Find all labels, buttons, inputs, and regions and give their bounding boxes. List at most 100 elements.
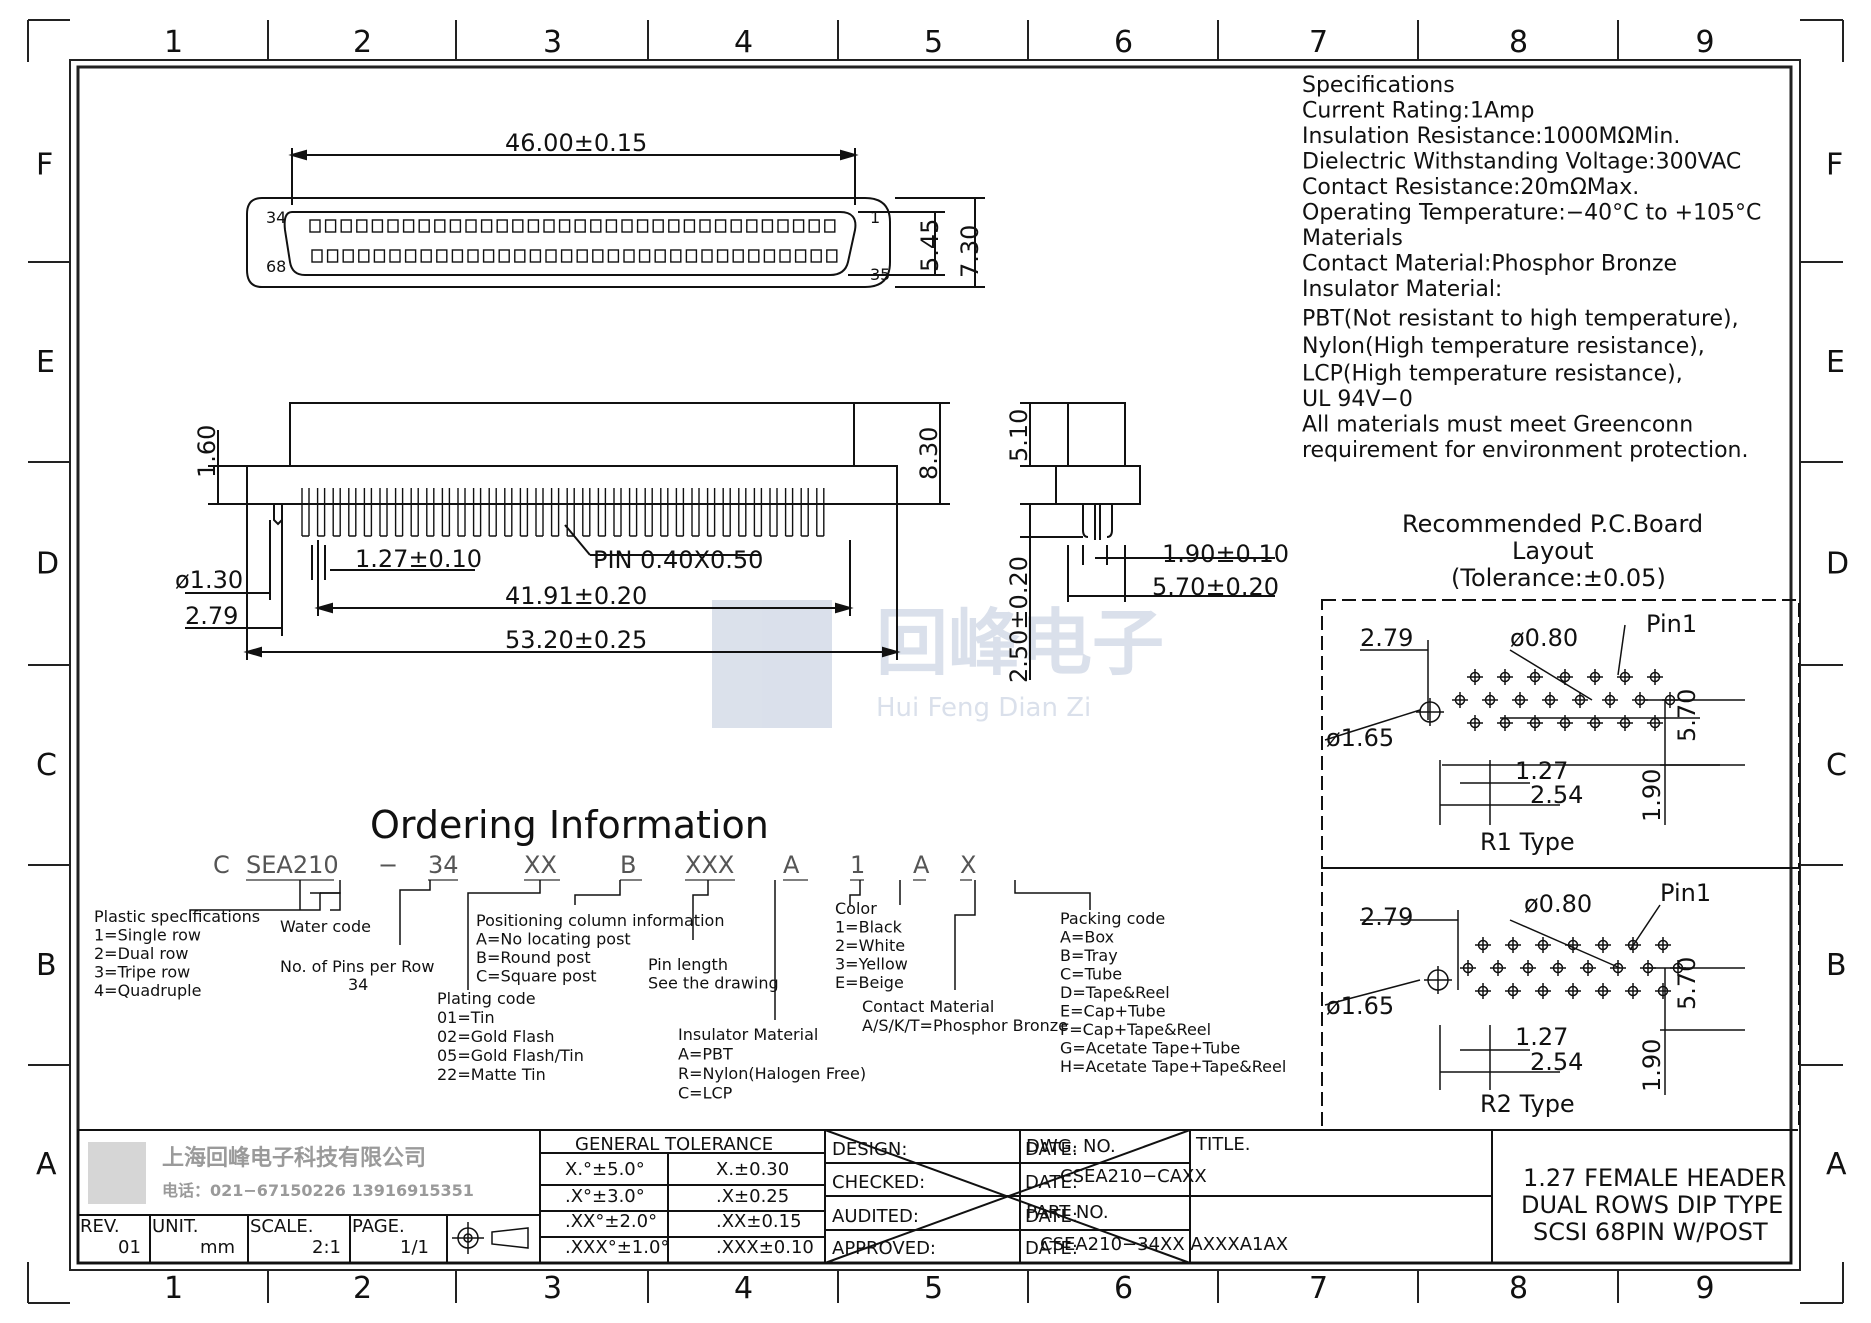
approval-date-label: DATE: — [1025, 1238, 1078, 1259]
pin-contact — [404, 249, 417, 263]
pin-contact — [808, 219, 820, 233]
column-label-top: 9 — [1696, 25, 1715, 60]
column-label-top: 6 — [1114, 25, 1133, 60]
pcb-hole-crosshair — [1482, 692, 1498, 708]
pin-leg — [363, 488, 373, 537]
pcb-hole-crosshair — [1535, 983, 1551, 999]
pcb-hole-crosshair — [1647, 669, 1663, 685]
pin-contact — [356, 219, 368, 233]
pin-contact — [527, 219, 540, 233]
unit-label: UNIT. — [152, 1216, 199, 1237]
ordering-line: 3=Yellow — [835, 955, 908, 974]
approval-date-label: DATE: — [1025, 1206, 1078, 1227]
pin-contact — [514, 249, 526, 263]
pin-leg — [597, 488, 607, 537]
column-ticks — [267, 20, 1619, 1303]
pin-contact — [652, 219, 664, 233]
row-ticks — [28, 261, 1843, 1066]
pin-contact — [496, 219, 508, 233]
spec-line: Contact Resistance:20mΩMax. — [1302, 175, 1639, 200]
pin-contact — [480, 219, 493, 233]
tolerance-linear: .XXX±0.10 — [716, 1237, 814, 1258]
pcb-dimension-lines — [1324, 624, 1745, 1095]
front-dim-279: 2.79 — [185, 602, 238, 630]
pin-leg — [816, 488, 825, 537]
pcb-hole-crosshair — [1572, 692, 1588, 708]
pin-contact — [465, 219, 477, 233]
tolerance-linear: .XX±0.15 — [716, 1211, 802, 1232]
dwg-no-label: DWG. NO. — [1026, 1136, 1116, 1157]
ordering-line: Insulator Material — [678, 1025, 818, 1044]
ordering-leader-lines — [189, 880, 1091, 1020]
pcb-hole-crosshair — [1520, 960, 1536, 976]
pcb-r2-hole: ø0.80 — [1524, 890, 1592, 918]
approval-role: CHECKED: — [832, 1172, 925, 1193]
row-label-right: B — [1826, 948, 1847, 983]
pin-contact — [714, 219, 727, 233]
pcb-hole-crosshair — [1527, 669, 1543, 685]
pcb-hole-crosshair — [1617, 669, 1633, 685]
column-label-bottom: 6 — [1114, 1271, 1133, 1306]
column-label-bottom: 2 — [353, 1271, 372, 1306]
pin-contact — [560, 249, 573, 263]
ordering-line: E=Cap+Tube — [1060, 1002, 1166, 1021]
ordering-line: Pin length — [648, 955, 728, 974]
pin-contact — [779, 249, 791, 263]
company-logo — [88, 1142, 146, 1204]
rev-label: REV. — [80, 1216, 120, 1237]
ordering-line: A=PBT — [678, 1045, 733, 1064]
pin-contact — [763, 249, 776, 263]
ordering-code-segment: SEA210 — [246, 851, 339, 879]
company-phone: 电话：021−67150226 13916915351 — [162, 1181, 474, 1200]
pcb-hole-crosshair — [1565, 983, 1581, 999]
pin-leg — [644, 488, 653, 537]
ordering-line: 02=Gold Flash — [437, 1027, 555, 1046]
pcb-r1-hole-array — [1416, 669, 1678, 731]
front-view-base — [246, 465, 898, 505]
column-label-bottom: 1 — [164, 1271, 183, 1306]
pin-contact — [654, 249, 666, 263]
ordering-line: A=Box — [1060, 928, 1114, 947]
column-label-top: 3 — [543, 25, 562, 60]
pcb-hole-crosshair — [1460, 960, 1476, 976]
ordering-line: C=LCP — [678, 1084, 733, 1103]
spec-line: Current Rating:1Amp — [1302, 99, 1534, 124]
pcb-r2-190: 1.90 — [1638, 1039, 1666, 1092]
rev-value: 01 — [118, 1237, 141, 1258]
pin-contact — [638, 249, 651, 263]
row-label-right: E — [1826, 345, 1845, 380]
pin-contact — [309, 219, 321, 233]
pcb-r2-279: 2.79 — [1360, 903, 1413, 931]
row-label-right: F — [1826, 148, 1843, 183]
pin-leg — [550, 488, 560, 537]
pcb-r1-hole: ø0.80 — [1510, 624, 1578, 652]
approval-role: DESIGN: — [832, 1139, 907, 1160]
ordering-line: E=Beige — [835, 973, 904, 992]
pin-contact — [824, 219, 836, 233]
ordering-line: R=Nylon(Halogen Free) — [678, 1064, 866, 1083]
spec-line: Operating Temperature:−40°C to +105°C — [1302, 201, 1761, 226]
ordering-line: A/S/K/T=Phosphor Bronze — [862, 1016, 1068, 1035]
pin-leg — [504, 488, 513, 537]
pcb-hole-crosshair — [1452, 692, 1468, 708]
pcb-r1-frame — [1321, 599, 1800, 869]
spec-line: Contact Material:Phosphor Bronze — [1302, 252, 1677, 277]
title-line: SCSI 68PIN W/POST — [1533, 1218, 1768, 1246]
pin-leg — [410, 488, 419, 537]
ordering-line: Plating code — [437, 989, 536, 1008]
pin-contact — [636, 219, 649, 233]
tolerance-angle: .X°±3.0° — [565, 1186, 645, 1207]
pin-leg — [348, 488, 357, 537]
page-label: PAGE. — [352, 1216, 405, 1237]
side-view — [1020, 402, 1275, 680]
pin-leg — [784, 488, 794, 537]
ordering-line: G=Acetate Tape+Tube — [1060, 1039, 1240, 1058]
pin-contact — [794, 249, 807, 263]
pin-leg — [535, 488, 544, 537]
row-label-right: A — [1826, 1147, 1847, 1182]
pcb-r2-254: 2.54 — [1530, 1048, 1583, 1076]
pin-contact — [732, 249, 744, 263]
pin-leg — [675, 488, 685, 537]
column-label-bottom: 7 — [1309, 1271, 1328, 1306]
front-dim-160: 1.60 — [193, 425, 221, 478]
